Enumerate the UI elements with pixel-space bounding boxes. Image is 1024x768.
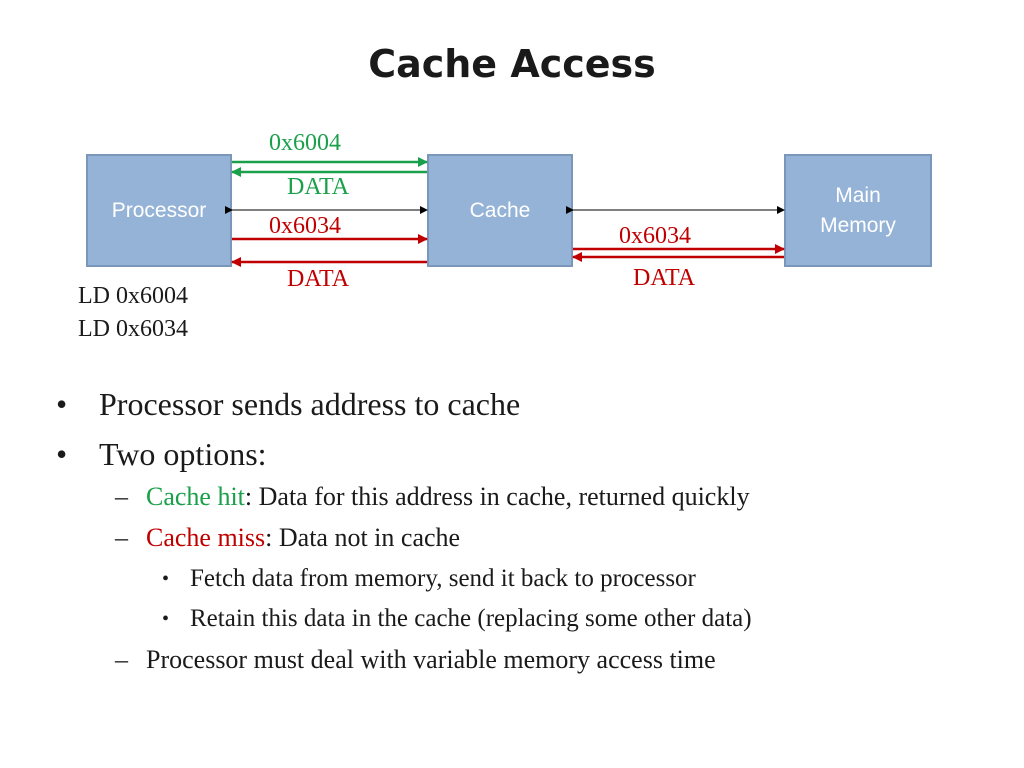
sub-bullet-text: Cache hit: Data for this address in cach…: [146, 482, 750, 512]
sub-bullet-dash: –: [115, 523, 128, 552]
sub-sub-bullet-text: Fetch data from memory, send it back to …: [190, 565, 696, 592]
load-instruction-2: LD 0x6034: [78, 316, 188, 342]
bullet-dot: •: [162, 568, 170, 590]
miss-data-label: DATA: [287, 266, 350, 292]
cache-miss-term: Cache miss: [146, 523, 266, 552]
cache-miss-description: : Data not in cache: [265, 523, 461, 552]
bullet-dot: •: [56, 436, 68, 472]
sub-bullet-dash: –: [115, 645, 128, 674]
miss-address-label: 0x6034: [269, 213, 341, 239]
cache-label: Cache: [469, 198, 531, 222]
memory-address-label: 0x6034: [619, 223, 691, 249]
hit-address-label: 0x6004: [269, 130, 341, 156]
main-memory-label: Main Memory: [820, 183, 896, 237]
processor-box: Processor: [86, 154, 232, 267]
sub-bullet-dash: –: [115, 482, 128, 511]
memory-data-label: DATA: [633, 265, 696, 291]
sub-sub-bullet-text: Retain this data in the cache (replacing…: [190, 605, 752, 632]
sub-bullet-text: Cache miss: Data not in cache: [146, 523, 460, 553]
main-memory-box: Main Memory: [784, 154, 932, 267]
hit-data-label: DATA: [287, 174, 350, 200]
processor-label: Processor: [111, 198, 207, 222]
load-instruction-1: LD 0x6004: [78, 283, 188, 309]
bullet-dot: •: [162, 608, 170, 630]
slide-title: Cache Access: [368, 42, 656, 86]
bullet-text: Processor sends address to cache: [99, 386, 521, 422]
cache-hit-description: : Data for this address in cache, return…: [244, 482, 750, 511]
bullet-text: Two options:: [99, 436, 267, 472]
cache-hit-term: Cache hit: [146, 482, 245, 511]
bullet-dot: •: [56, 386, 68, 422]
sub-bullet-text: Processor must deal with variable memory…: [146, 645, 716, 674]
